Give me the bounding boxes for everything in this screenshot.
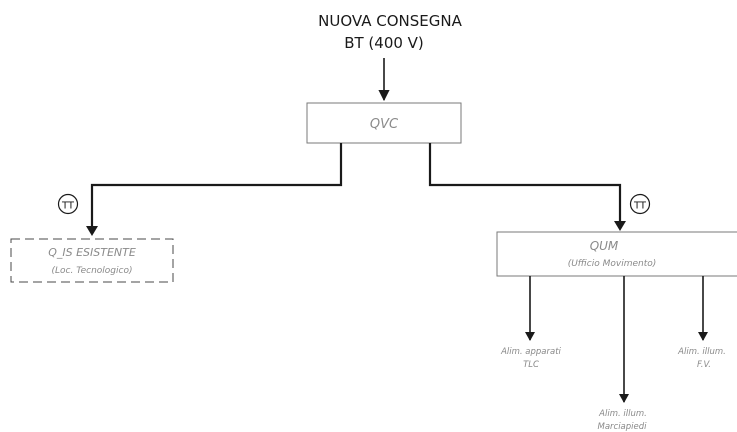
supply-voltage: BT (400 V) [344, 34, 424, 52]
load-fv-label-1: Alim. illum. [677, 347, 726, 357]
qis-existing-box [10, 238, 174, 283]
qis-label: Q_IS ESISTENTE [48, 246, 136, 259]
qum-label: QUM [590, 239, 619, 253]
qvc-box [306, 102, 462, 144]
feeder-qum-arrowhead [614, 221, 626, 231]
qum-sublabel: (Ufficio Movimento) [568, 259, 657, 269]
load-marciapiedi-label-2: Marciapiedi [597, 422, 647, 432]
feeder-qis [90, 143, 343, 233]
supply-title: NUOVA CONSEGNA [318, 12, 462, 30]
load-tlc-label-2: TLC [523, 360, 539, 370]
tt-earthing-right-label: TT [633, 201, 647, 212]
qvc-label: QVC [370, 117, 399, 132]
feeder-qis-arrowhead [86, 226, 98, 236]
load-tlc-arrowhead [525, 332, 535, 341]
tt-earthing-left-label: TT [61, 201, 75, 212]
qum-box [496, 231, 737, 277]
load-fv-label-2: F.V. [697, 360, 711, 370]
load-marciapiedi-label-1: Alim. illum. [598, 409, 647, 419]
load-marciapiedi-arrowhead [619, 394, 629, 403]
tt-earthing-right-symbol [629, 193, 651, 215]
feeder-qum [428, 143, 622, 227]
load-tlc-label-1: Alim. apparati [500, 347, 561, 357]
tt-earthing-left-symbol [57, 193, 79, 215]
qis-sublabel: (Loc. Tecnologico) [52, 266, 133, 276]
load-fv-arrowhead [698, 332, 708, 341]
